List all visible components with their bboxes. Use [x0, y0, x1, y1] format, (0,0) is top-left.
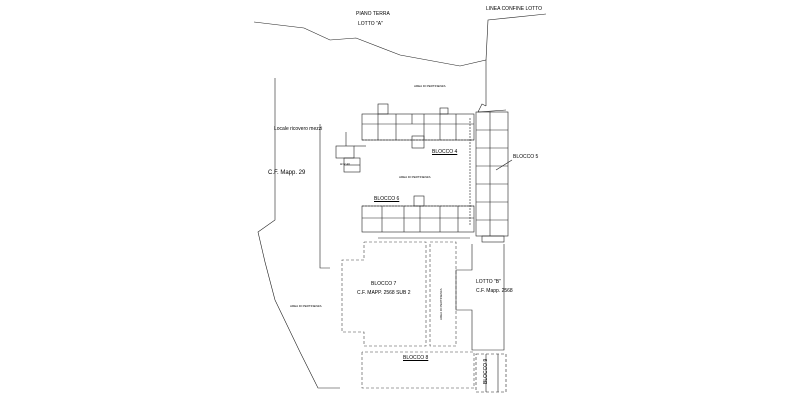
block-9-label: BLOCCO 9 [483, 358, 489, 384]
block-5-leader [495, 159, 513, 171]
block-4-wing [361, 103, 475, 149]
block-9-outline [475, 353, 507, 393]
lot-boundary-line-ext [477, 103, 507, 113]
lot-b-label: LOTTO "B" [476, 279, 501, 285]
lot-b-ref: C.F. Mapp. 2568 [476, 288, 513, 294]
lot-a-boundary [253, 21, 487, 106]
left-boundary [257, 78, 340, 389]
area-center-label: AREA DI PERTINENZA [399, 175, 431, 179]
local-height: H=2.40 [340, 162, 350, 166]
block-4-label: BLOCCO 4 [432, 149, 458, 155]
left-inner-boundary [319, 124, 330, 269]
block-7-name: BLOCCO 7 [371, 281, 397, 287]
lot-a-label: LOTTO "A" [358, 21, 383, 27]
boundary-line-label: LINEA CONFINE LOTTO [486, 6, 543, 12]
vehicle-shelter [335, 145, 366, 173]
block-7-outline [341, 241, 427, 347]
block-7-strip [429, 241, 457, 347]
block-8-outline [361, 351, 475, 389]
block-5-wing [469, 111, 509, 243]
block-8-label: BLOCCO 8 [403, 355, 429, 361]
lot-b-boundary [455, 244, 505, 351]
local-label: Locale ricovero mezzi [274, 126, 323, 132]
block-6-label: BLOCCO 6 [374, 196, 400, 202]
lot-boundary-line [485, 13, 547, 61]
area-vertical-label: AREA DI PERTINENZA [439, 288, 443, 320]
area-top-label: AREA DI PERTINENZA [414, 84, 446, 88]
block-5-label: BLOCCO 5 [513, 154, 539, 160]
parcel-29-label: C.F. Mapp. 29 [268, 170, 306, 176]
plan-title: PIANO TERRA [356, 11, 390, 17]
block-6-wing [361, 195, 475, 239]
area-left-label: AREA DI PERTINENZA [290, 304, 322, 308]
block-7-ref: C.F. MAPP. 2568 SUB 2 [357, 290, 411, 296]
